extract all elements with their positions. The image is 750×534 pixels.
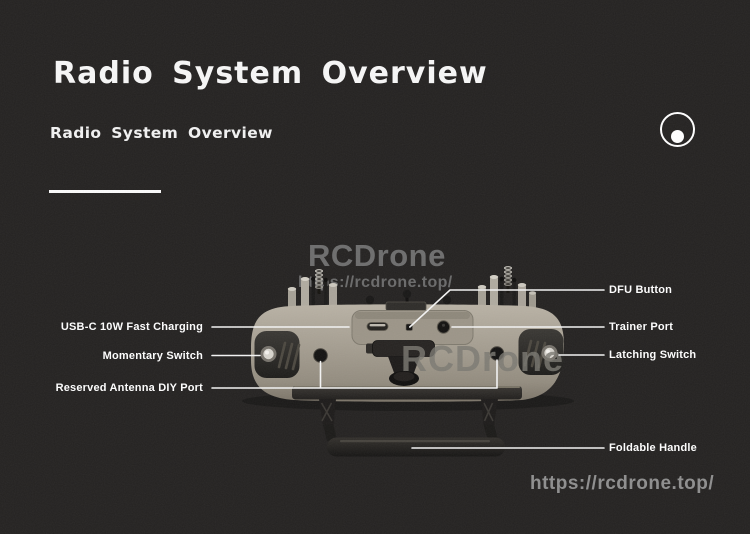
antenna-diy-port-left bbox=[313, 348, 328, 363]
spring-antenna-right bbox=[504, 266, 512, 293]
spring-antenna-left bbox=[315, 269, 323, 294]
watermark-url-bottom: https://rcdrone.top/ bbox=[530, 473, 715, 494]
callout-label-antenna-diy-port: Reserved Antenna DIY Port bbox=[55, 382, 203, 394]
callout-label-dfu-button: DFU Button bbox=[609, 284, 673, 296]
callout-label-usb-c: USB-C 10W Fast Charging bbox=[60, 321, 203, 333]
top-grille bbox=[385, 301, 427, 311]
callout-label-momentary-switch: Momentary Switch bbox=[102, 350, 203, 362]
trainer-port bbox=[436, 320, 451, 334]
callout-label-trainer-port: Trainer Port bbox=[609, 321, 674, 333]
watermark-brand-body: RCDrone bbox=[401, 338, 564, 379]
callout-label-latching-switch: Latching Switch bbox=[609, 349, 697, 361]
antenna-cluster-left bbox=[287, 269, 338, 310]
antenna-cluster-right bbox=[477, 266, 537, 310]
usb-c-port bbox=[366, 322, 389, 331]
callout-label-foldable-handle: Foldable Handle bbox=[609, 442, 697, 454]
momentary-switch bbox=[260, 346, 277, 362]
